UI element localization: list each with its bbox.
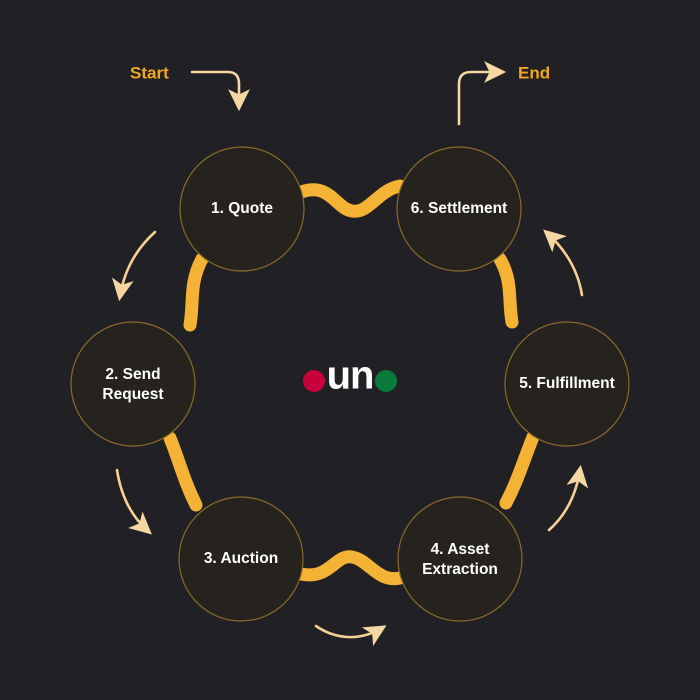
- node-settlement-label: 6. Settlement: [411, 200, 507, 217]
- arrow-upper-left-icon: [112, 230, 157, 302]
- node-quote-label: 1. Quote: [211, 200, 273, 217]
- elbow-arrow-right-icon: [457, 61, 507, 126]
- elbow-arrow-down-icon: [190, 70, 250, 112]
- node-quote[interactable]: 1. Quote: [179, 146, 305, 272]
- center-logo: un: [303, 354, 397, 398]
- node-asset-extraction[interactable]: 4. Asset Extraction: [397, 496, 523, 622]
- start-endpoint: Start: [130, 63, 250, 112]
- node-send-request-label-line2: Request: [102, 386, 163, 403]
- connector-settlement-to-fulfillment: [493, 252, 519, 329]
- node-settlement[interactable]: 6. Settlement: [396, 146, 522, 272]
- flow-arrow-group: [112, 229, 589, 647]
- node-quote-circle[interactable]: [179, 146, 305, 272]
- end-endpoint: End: [457, 61, 550, 126]
- arrow-lower-left-icon: [115, 468, 152, 535]
- node-auction[interactable]: 3. Auction: [178, 496, 304, 622]
- node-send-request-circle[interactable]: [70, 321, 196, 447]
- node-send-request-label-line1: 2. Send: [105, 366, 160, 383]
- node-asset-extraction-circle[interactable]: [397, 496, 523, 622]
- logo-right-dot-icon: [375, 370, 397, 392]
- logo-wordmark: un: [327, 354, 374, 398]
- start-label: Start: [130, 63, 169, 82]
- node-fulfillment-label: 5. Fulfillment: [519, 375, 615, 392]
- connector-auction-to-send: [163, 431, 203, 512]
- node-asset-extraction-label-line1: 4. Asset: [431, 541, 490, 558]
- connector-group: [163, 179, 540, 586]
- logo-left-dot-icon: [303, 370, 325, 392]
- node-asset-extraction-label-line2: Extraction: [422, 561, 498, 578]
- node-fulfillment-circle[interactable]: [504, 321, 630, 447]
- connector-send-to-quote: [183, 252, 209, 332]
- connector-fulfillment-to-asset: [499, 430, 540, 510]
- connector-asset-to-auction: [294, 550, 407, 586]
- node-auction-circle[interactable]: [178, 496, 304, 622]
- arrow-upper-right-icon: [543, 229, 584, 297]
- connector-quote-to-settlement: [294, 179, 407, 218]
- node-auction-label: 3. Auction: [204, 550, 278, 567]
- node-send-request[interactable]: 2. Send Request: [70, 321, 196, 447]
- node-settlement-circle[interactable]: [396, 146, 522, 272]
- end-label: End: [518, 63, 550, 82]
- arrow-bottom-icon: [314, 624, 387, 647]
- arrow-lower-right-icon: [547, 464, 589, 532]
- node-fulfillment[interactable]: 5. Fulfillment: [504, 321, 630, 447]
